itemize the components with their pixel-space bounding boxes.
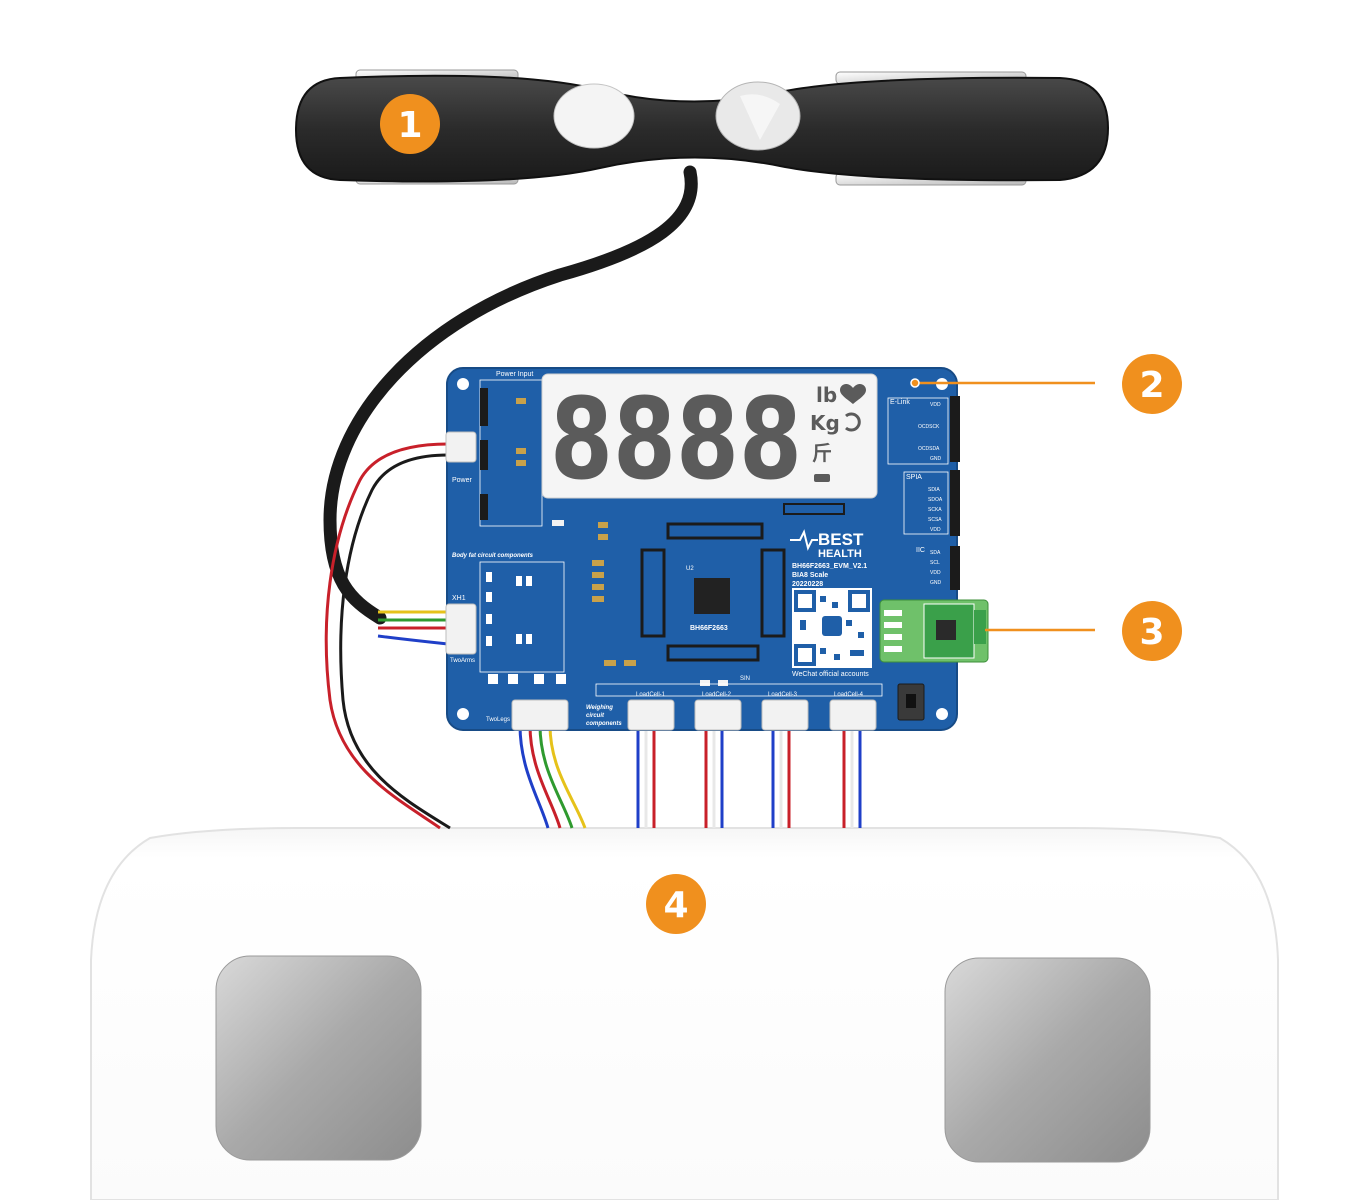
brand-best: BEST xyxy=(818,530,864,549)
pin-label: SDIA xyxy=(928,487,940,493)
lcd-unit-jin: 斤 xyxy=(812,441,832,465)
label-spia: SPIA xyxy=(906,474,922,481)
pin-header-power xyxy=(480,388,488,520)
pin-label: SCSA xyxy=(928,517,942,523)
pin-label: VDD xyxy=(930,402,941,408)
ic-socket-right xyxy=(760,548,786,638)
component-pads xyxy=(486,503,845,686)
lcd-unit-kg: Kg xyxy=(810,411,840,435)
board-date: 20220228 xyxy=(792,581,823,588)
loadcell-wires xyxy=(636,728,862,828)
power-cable xyxy=(324,442,451,830)
scale-electrode-pad-left xyxy=(215,955,422,1161)
lcd-unit-lb: lb xyxy=(816,383,837,407)
pin-label: VDD xyxy=(930,527,941,533)
twolegs-wires xyxy=(518,724,587,829)
label-power-input: Power Input xyxy=(496,371,533,378)
handle-cable xyxy=(323,165,698,646)
lcd-display: 8888 lb Kg 斤 xyxy=(541,373,878,505)
pin-label: OCDSDA xyxy=(918,446,940,452)
label-xh1: XH1 xyxy=(452,595,466,602)
pin-label: SDOA xyxy=(928,497,943,503)
bathroom-scale-platform xyxy=(90,827,1279,1200)
board-model: BH66F2663_EVM_V2.1 xyxy=(792,563,867,570)
callout-number-3: 3 xyxy=(1139,612,1164,653)
label-u2: U2 xyxy=(686,566,694,572)
callout-number-4: 4 xyxy=(663,885,688,926)
scale-electrode-pad-right xyxy=(944,957,1151,1163)
label-power: Power xyxy=(452,477,473,484)
refresh-icon xyxy=(845,412,861,432)
label-two-legs: TwoLegs xyxy=(486,717,510,723)
label-two-arms: TwoArms xyxy=(450,658,475,664)
twolegs-connector xyxy=(511,699,569,731)
mount-hole xyxy=(457,378,469,390)
pin-label: GND xyxy=(930,580,942,586)
handle-electrode-left xyxy=(553,83,635,149)
pin-label: OCDSCK xyxy=(918,424,940,430)
heartbeat-logo-icon xyxy=(790,529,818,551)
label-e-link: E-Link xyxy=(890,399,910,406)
pin-header-iic xyxy=(950,546,960,590)
board-product: BIA8 Scale xyxy=(792,572,828,579)
label-sin: SIN xyxy=(740,676,750,682)
loadcell-4-connector xyxy=(829,699,877,731)
chip-label: BH66F2663 xyxy=(690,625,728,632)
label-loadcell-2: LoadCell-2 xyxy=(702,692,732,698)
loadcell-3-connector xyxy=(761,699,809,731)
label-loadcell-1: LoadCell-1 xyxy=(636,692,666,698)
label-weighing-1: Weighing xyxy=(586,705,613,711)
label-weighing-3: components xyxy=(586,721,622,727)
hand-electrode-handle xyxy=(294,69,1110,186)
mount-hole xyxy=(936,708,948,720)
callout-number-1: 1 xyxy=(397,105,422,146)
pin-label: SDA xyxy=(930,550,941,556)
qr-code xyxy=(792,588,872,668)
pin-label: SCKA xyxy=(928,507,942,513)
evaluation-board: Power Input Power 8888 lb Kg 斤 E-Link VD… xyxy=(445,367,960,731)
mount-hole xyxy=(457,708,469,720)
loadcell-1-connector xyxy=(627,699,675,731)
power-connector xyxy=(445,431,477,463)
callout-badge-3: 3 xyxy=(1122,601,1182,661)
label-loadcell-3: LoadCell-3 xyxy=(768,692,798,698)
pin-label: VDD xyxy=(930,570,941,576)
brand-health: HEALTH xyxy=(818,548,862,560)
ic-socket-left xyxy=(640,548,666,638)
heart-icon xyxy=(840,383,866,404)
ic-socket-top xyxy=(666,522,764,540)
label-loadcell-4: LoadCell-4 xyxy=(834,692,864,698)
label-body-fat: Body fat circuit components xyxy=(452,553,534,559)
callout-badge-2: 2 xyxy=(1122,354,1182,414)
lcd-digits: 8888 xyxy=(550,375,802,505)
callout-number-2: 2 xyxy=(1139,365,1164,406)
pin-label: GND xyxy=(930,456,942,462)
battery-icon xyxy=(814,474,830,482)
bluetooth-module xyxy=(879,599,989,663)
wechat-label: WeChat official accounts xyxy=(792,671,869,678)
callout-badge-4: 4 xyxy=(646,874,706,934)
label-iic: IIC xyxy=(916,547,925,554)
label-weighing-2: circuit xyxy=(586,713,605,719)
loadcell-2-connector xyxy=(694,699,742,731)
xh1-connector xyxy=(445,603,477,655)
callout-badge-1: 1 xyxy=(380,94,440,154)
pin-header-e-link xyxy=(950,396,960,462)
pin-label: SCL xyxy=(930,560,940,566)
ic-socket-bottom xyxy=(666,644,760,662)
mcu-chip xyxy=(694,578,730,614)
pin-header-spia xyxy=(950,470,960,536)
